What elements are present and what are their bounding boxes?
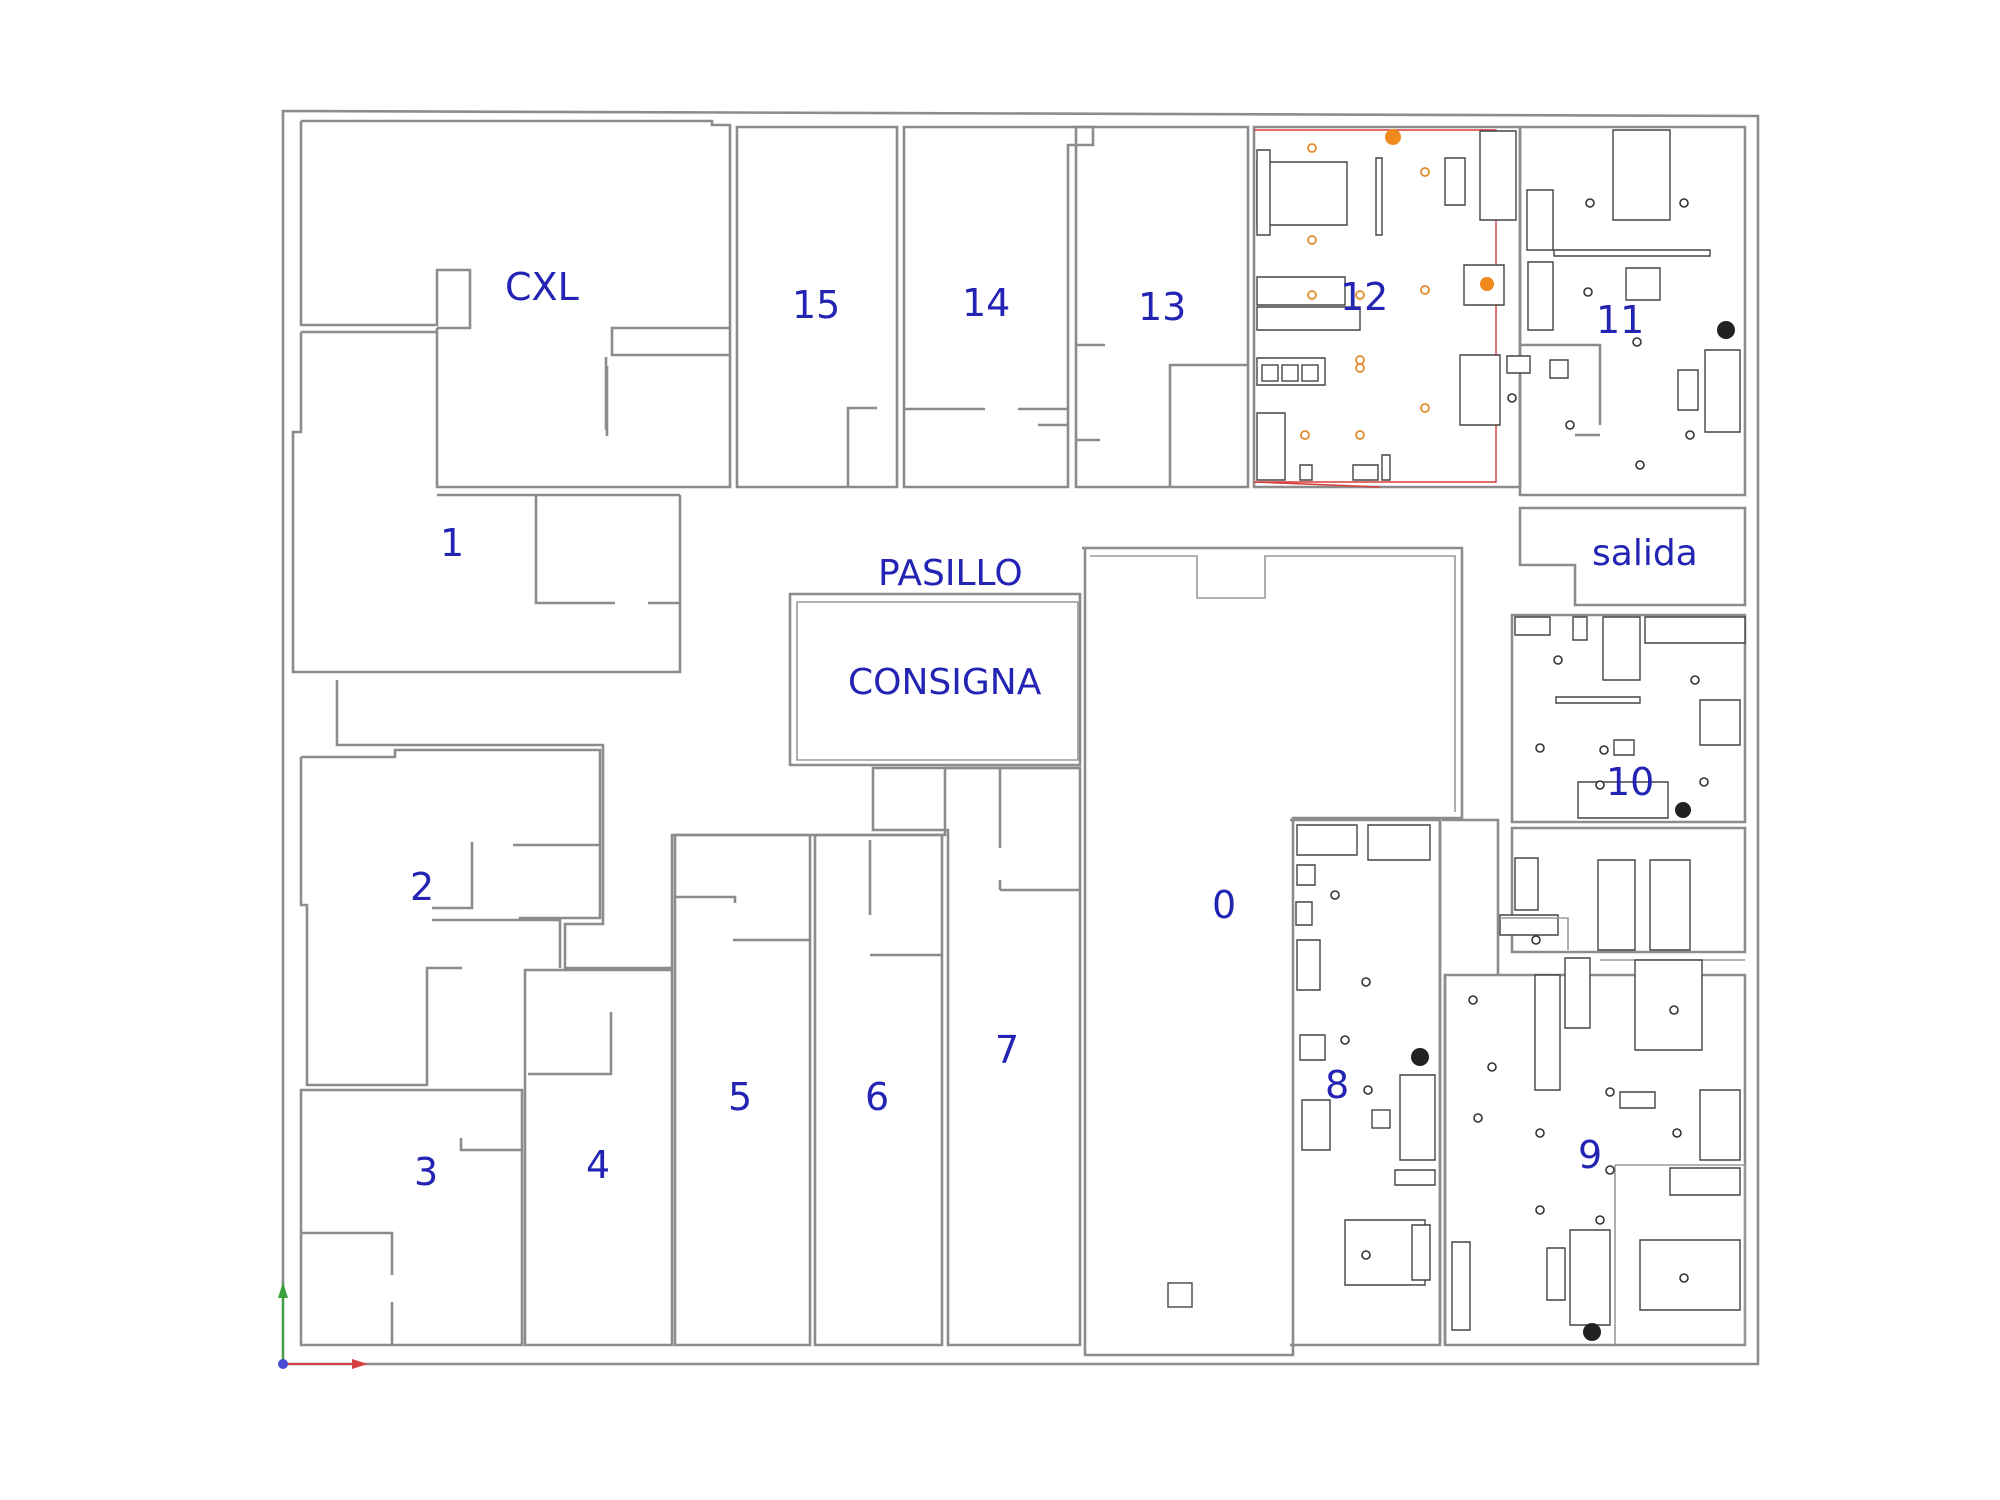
room-label-12: 12 xyxy=(1340,275,1388,319)
room-label-1: 1 xyxy=(440,521,464,565)
room-10-walls xyxy=(1510,613,1747,824)
room-label-cxl: CXL xyxy=(505,265,579,309)
consigna-walls xyxy=(788,592,1082,767)
room-11-walls xyxy=(1459,125,1747,497)
room-label-5: 5 xyxy=(728,1075,752,1119)
room-labels: CXL 15 14 13 12 11 1 PASILLO salida CONS… xyxy=(410,265,1698,1194)
room-3-walls xyxy=(299,1088,524,1347)
room-4-walls xyxy=(523,968,674,1347)
plant-icon xyxy=(1717,321,1735,339)
room-0-walls xyxy=(1082,546,1464,1357)
room-label-6: 6 xyxy=(865,1075,889,1119)
corridor-left-walls xyxy=(335,680,1080,970)
room-2-walls xyxy=(299,748,602,1087)
room-12-walls xyxy=(1252,125,1522,489)
room-label-9: 9 xyxy=(1578,1133,1602,1177)
salida-walls xyxy=(1518,506,1747,607)
room-label-3: 3 xyxy=(414,1150,438,1194)
rooms-5-6-walls xyxy=(673,833,944,1347)
room-label-consigna: CONSIGNA xyxy=(848,662,1042,703)
room-label-8: 8 xyxy=(1325,1063,1349,1107)
room-label-11: 11 xyxy=(1596,298,1644,342)
rooms-15-14-13-walls xyxy=(735,125,1250,489)
room-label-10: 10 xyxy=(1606,760,1654,804)
room-label-pasillo: PASILLO xyxy=(878,553,1023,594)
room-label-0: 0 xyxy=(1212,883,1236,927)
room-9-walls xyxy=(1442,818,1747,1347)
room-label-15: 15 xyxy=(792,283,840,327)
room-label-4: 4 xyxy=(586,1143,610,1187)
room-10b-walls xyxy=(1499,826,1747,954)
room-label-2: 2 xyxy=(410,865,434,909)
room-label-7: 7 xyxy=(995,1028,1019,1072)
ceiling-light-icon xyxy=(1385,129,1401,145)
xy-axis-gizmo-icon xyxy=(278,1282,368,1369)
plant-icon xyxy=(1411,1048,1429,1066)
ceiling-light-icon xyxy=(1480,277,1494,291)
room-label-14: 14 xyxy=(962,281,1010,325)
room-7-walls xyxy=(871,766,1082,1347)
room-label-salida: salida xyxy=(1592,533,1698,574)
plant-icon xyxy=(1675,802,1691,818)
plant-icon xyxy=(1583,1323,1601,1341)
building-outline xyxy=(281,109,1760,1366)
room-label-13: 13 xyxy=(1138,285,1186,329)
room-1-walls xyxy=(291,119,732,674)
room-8-walls xyxy=(1290,818,1471,1347)
